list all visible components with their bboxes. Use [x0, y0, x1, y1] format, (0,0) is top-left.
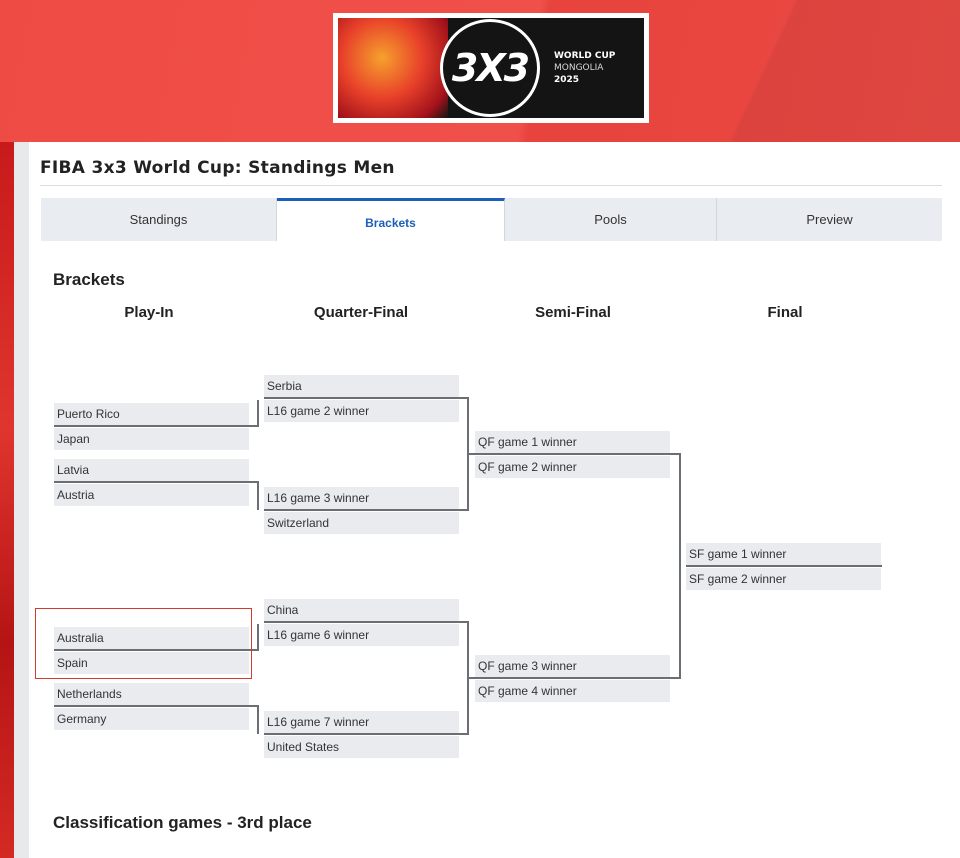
- logo-line1: WORLD CUP: [554, 51, 616, 61]
- logo-line3: 2025: [554, 75, 580, 85]
- bracket-slot-semi-final[interactable]: QF game 3 winner: [475, 655, 670, 677]
- bracket-connector: [257, 705, 259, 734]
- bracket-slot-play-in[interactable]: Japan: [54, 428, 249, 450]
- bracket-connector: [264, 397, 469, 399]
- bracket-connector: [686, 565, 882, 567]
- bracket-connector: [469, 453, 681, 455]
- logo-artwork: [338, 18, 448, 118]
- bracket-connector: [467, 621, 469, 735]
- side-decoration: [0, 142, 14, 858]
- bracket-slot-final[interactable]: SF game 1 winner: [686, 543, 881, 565]
- tab-preview[interactable]: Preview: [717, 198, 942, 241]
- bracket-connector: [264, 509, 469, 511]
- logo-circle: 3X3: [440, 19, 540, 117]
- bracket-connector: [54, 481, 259, 483]
- bracket-slot-quarter-final[interactable]: United States: [264, 736, 459, 758]
- bracket-slot-quarter-final[interactable]: China: [264, 599, 459, 621]
- bracket-slot-quarter-final[interactable]: Serbia: [264, 375, 459, 397]
- bracket-slot-quarter-final[interactable]: L16 game 2 winner: [264, 400, 459, 422]
- round-label-quarter-final: Quarter-Final: [313, 304, 409, 321]
- tab-bar: Standings Brackets Pools Preview: [41, 198, 942, 241]
- bracket-connector: [54, 705, 259, 707]
- highlight-box: [35, 608, 252, 679]
- logo-mark: 3X3: [451, 46, 530, 90]
- bracket-connector: [467, 397, 469, 511]
- bracket-connector: [257, 481, 259, 510]
- bracket-slot-semi-final[interactable]: QF game 2 winner: [475, 456, 670, 478]
- bracket-connector: [469, 677, 681, 679]
- bracket-slot-semi-final[interactable]: QF game 1 winner: [475, 431, 670, 453]
- bracket-slot-quarter-final[interactable]: L16 game 3 winner: [264, 487, 459, 509]
- bracket-slot-play-in[interactable]: Puerto Rico: [54, 403, 249, 425]
- bracket-slot-play-in[interactable]: Austria: [54, 484, 249, 506]
- bracket-connector: [54, 425, 259, 427]
- bracket-slot-final[interactable]: SF game 2 winner: [686, 568, 881, 590]
- brackets-heading: Brackets: [53, 270, 125, 289]
- bracket-slot-play-in[interactable]: Germany: [54, 708, 249, 730]
- bracket-connector: [264, 621, 469, 623]
- logo-text: WORLD CUP MONGOLIA 2025: [554, 50, 615, 86]
- tab-brackets[interactable]: Brackets: [277, 198, 505, 241]
- bracket-slot-semi-final[interactable]: QF game 4 winner: [475, 680, 670, 702]
- bracket-slot-quarter-final[interactable]: Switzerland: [264, 512, 459, 534]
- bracket-slot-quarter-final[interactable]: L16 game 6 winner: [264, 624, 459, 646]
- title-divider: [40, 185, 942, 186]
- bracket-connector: [54, 649, 259, 651]
- bracket-connector: [257, 624, 259, 651]
- world-cup-logo[interactable]: 3X3 WORLD CUP MONGOLIA 2025: [333, 13, 649, 123]
- bracket-slot-play-in[interactable]: Spain: [54, 652, 249, 674]
- logo-line2: MONGOLIA: [554, 63, 604, 73]
- page-title: FIBA 3x3 World Cup: Standings Men: [40, 158, 395, 178]
- bracket-slot-play-in[interactable]: Australia: [54, 627, 249, 649]
- bracket-slot-quarter-final[interactable]: L16 game 7 winner: [264, 711, 459, 733]
- bracket-slot-play-in[interactable]: Latvia: [54, 459, 249, 481]
- bracket-connector: [679, 453, 681, 679]
- tab-pools[interactable]: Pools: [505, 198, 717, 241]
- round-label-final: Final: [767, 304, 803, 321]
- round-label-play-in: Play-In: [124, 304, 174, 321]
- round-label-semi-final: Semi-Final: [535, 304, 611, 321]
- bracket-connector: [257, 400, 259, 427]
- bracket-connector: [264, 733, 469, 735]
- tab-standings[interactable]: Standings: [41, 198, 277, 241]
- bracket-slot-play-in[interactable]: Netherlands: [54, 683, 249, 705]
- classification-heading: Classification games - 3rd place: [53, 813, 312, 832]
